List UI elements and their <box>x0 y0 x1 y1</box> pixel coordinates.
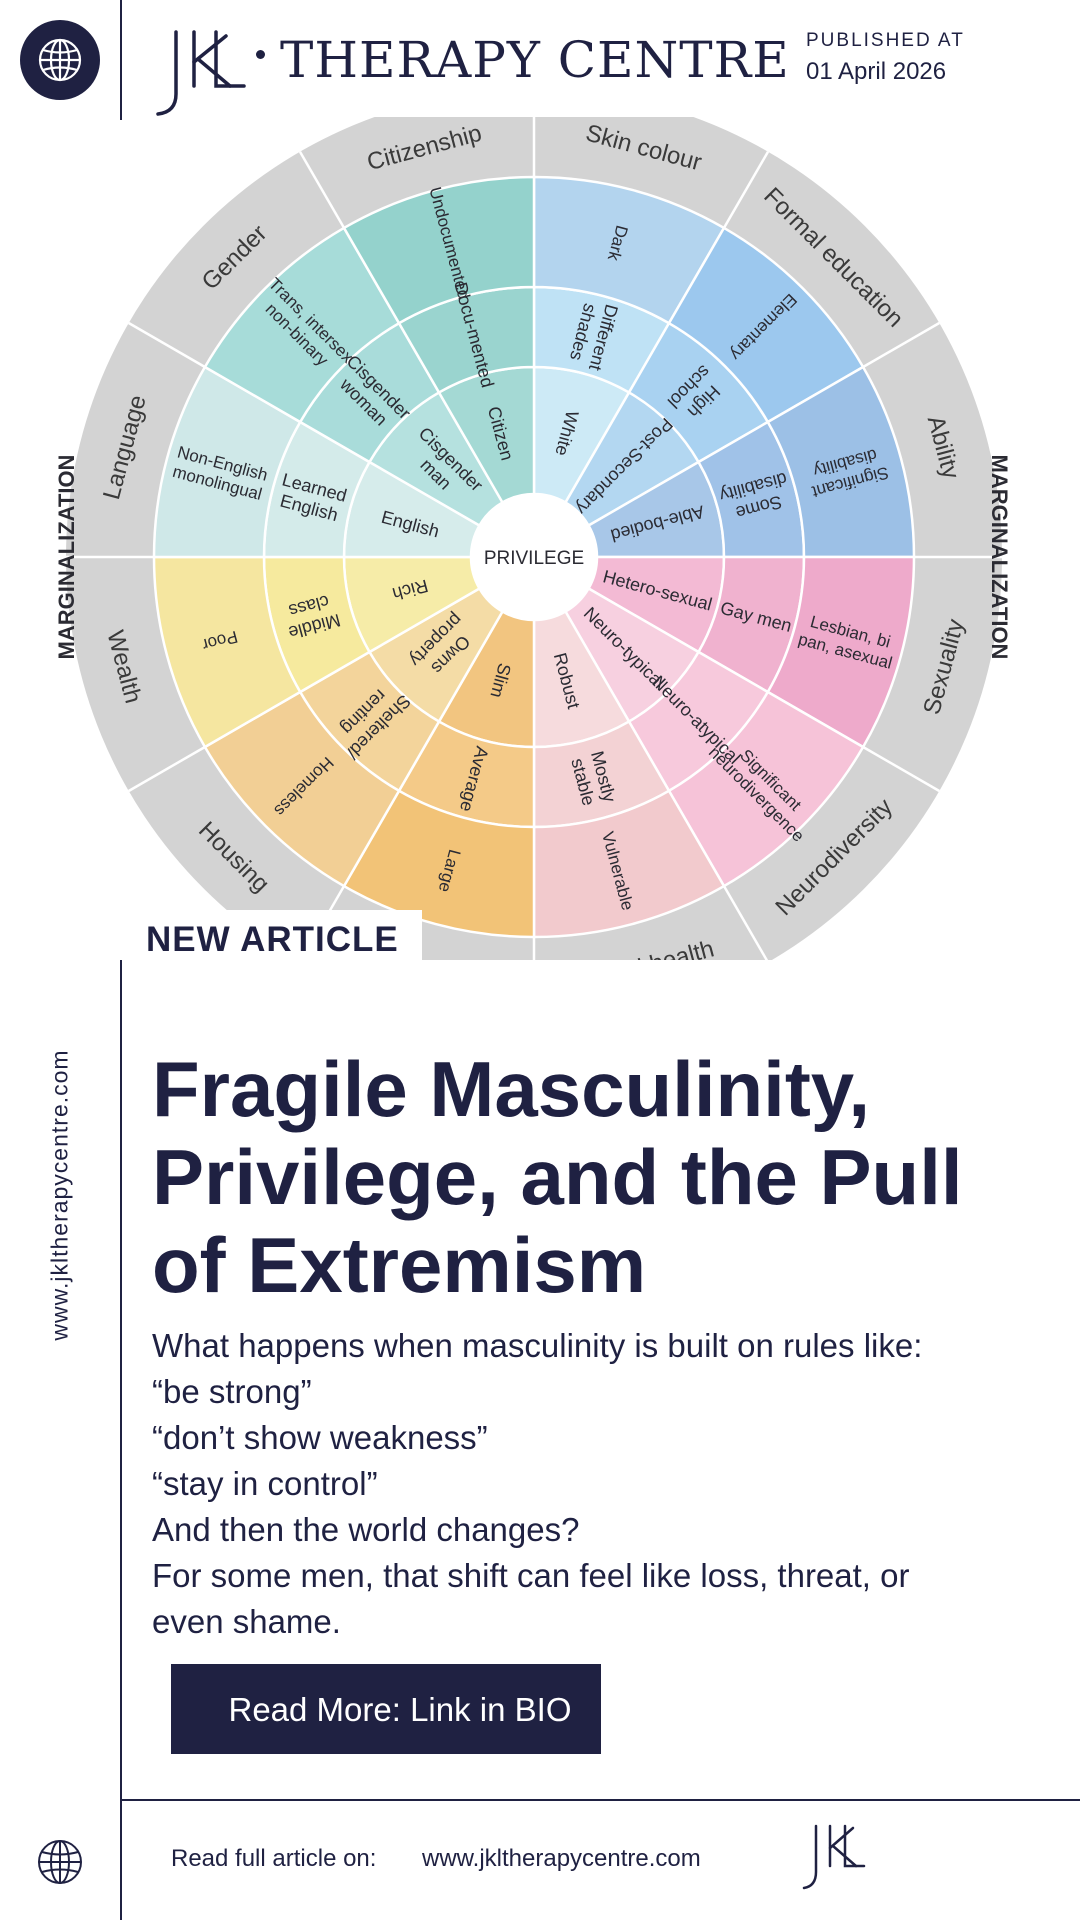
body-line: And then the world changes? <box>152 1511 580 1548</box>
published-date: 01 April 2026 <box>806 58 947 85</box>
brand-name: THERAPY CENTRE <box>280 31 790 89</box>
footer-label: Read full article on: <box>171 1845 377 1872</box>
sidebar-url[interactable]: www.jkltherapycentre.com <box>46 1049 73 1341</box>
body-line: “don’t show weakness” <box>152 1419 488 1456</box>
body-line: “stay in control” <box>152 1465 378 1502</box>
wheel-spoke <box>862 321 940 369</box>
wheel-spoke <box>298 151 346 229</box>
wheel-side-label-right: MARGINALIZATION <box>987 455 1012 660</box>
wheel-center-label: PRIVILEGE <box>484 548 584 569</box>
privilege-wheel-graphic: PRIVILEGEWhiteDifferentshadesDarkPost-Se… <box>54 117 1012 960</box>
article-body: What happens when masculinity is built o… <box>152 1323 1032 1645</box>
body-line: even shame. <box>152 1603 341 1640</box>
jkl-logo-footer <box>798 1822 868 1892</box>
wheel-side-label-left: MARGINALIZATION <box>54 455 79 660</box>
body-line: What happens when masculinity is built o… <box>152 1327 923 1364</box>
sidebar-divider <box>120 960 122 1920</box>
header-divider <box>120 0 122 120</box>
wheel-spoke <box>128 321 206 369</box>
globe-icon[interactable] <box>36 1838 84 1886</box>
wheel-spoke <box>862 745 940 793</box>
wheel-center <box>471 494 597 620</box>
wheel-spoke <box>722 885 769 960</box>
body-line: For some men, that shift can feel like l… <box>152 1557 910 1594</box>
footer-url-link[interactable]: www.jkltherapycentre.com <box>422 1845 701 1872</box>
body-line: “be strong” <box>152 1373 312 1410</box>
wheel-spoke <box>722 151 770 229</box>
brand-separator-dot <box>256 50 265 59</box>
published-label: PUBLISHED AT <box>806 30 965 51</box>
article-headline: Fragile Masculinity, Privilege, and the … <box>152 1045 963 1309</box>
read-more-button[interactable]: Read More: Link in BIO <box>171 1664 601 1754</box>
jkl-logo <box>150 28 248 118</box>
article-tag: NEW ARTICLE <box>122 910 422 968</box>
footer-divider <box>121 1799 1080 1801</box>
globe-icon[interactable] <box>20 20 100 100</box>
wheel-spoke <box>128 745 206 793</box>
